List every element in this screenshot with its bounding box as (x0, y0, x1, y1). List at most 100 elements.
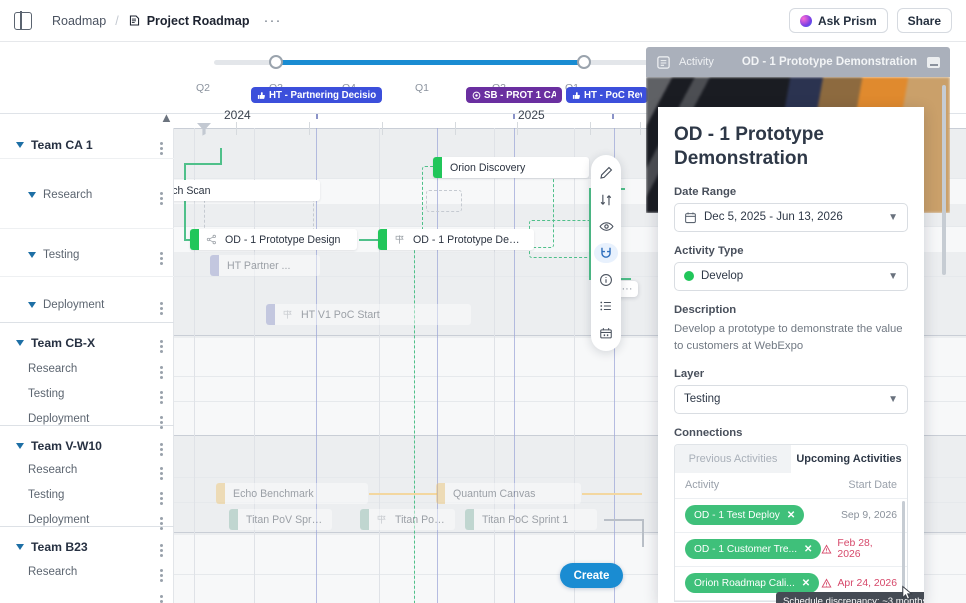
caret-down-icon[interactable] (16, 340, 24, 346)
gantt-hline (174, 335, 966, 336)
calendar-icon[interactable] (594, 322, 618, 343)
row-menu-button[interactable] (160, 140, 163, 157)
caret-down-icon[interactable] (16, 142, 24, 148)
row-menu-button[interactable] (160, 593, 163, 603)
edit-pencil-icon[interactable] (594, 163, 618, 184)
caret-down-icon[interactable] (28, 192, 36, 198)
caret-down-icon[interactable] (28, 252, 36, 258)
gantt-task-bar[interactable]: Orion Discovery (433, 157, 589, 178)
schedule-discrepancy-tooltip: Schedule discrepancy: ~3 months (776, 592, 924, 603)
remove-connection-icon[interactable]: ✕ (801, 577, 811, 589)
magnet-icon[interactable] (594, 242, 618, 264)
row-menu-button[interactable] (160, 300, 163, 317)
row-menu-button[interactable] (160, 389, 163, 406)
tree-item-deployment[interactable]: Deployment (0, 295, 174, 315)
target-icon (472, 91, 481, 100)
tree-group-team-v-w10[interactable]: Team V-W10 (0, 435, 174, 457)
warning-triangle-icon[interactable] (821, 577, 833, 589)
date-range-select[interactable]: Dec 5, 2025 - Jun 13, 2026 ▼ (674, 202, 908, 232)
gantt-task-bar[interactable]: Titan PoV ... (360, 509, 455, 530)
gantt-hline (174, 435, 966, 436)
gantt-task-bar[interactable]: Quantum Canvas (436, 483, 581, 504)
gantt-vline (614, 128, 616, 603)
tree-item-testing[interactable]: Testing (0, 245, 174, 265)
row-menu-button[interactable] (160, 465, 163, 482)
task-label: HT Partner ... (227, 259, 291, 272)
share-button[interactable]: Share (896, 8, 952, 33)
breadcrumb-current[interactable]: Project Roadmap (128, 14, 250, 28)
row-menu-button[interactable] (160, 364, 163, 381)
connection-chip[interactable]: OD - 1 Customer Tre...✕ (685, 539, 822, 559)
detail-panel-scrollbar[interactable] (942, 85, 946, 275)
gantt-task-bar[interactable]: Tech Scan (174, 180, 320, 201)
tree-item-testing[interactable]: Testing (0, 384, 174, 404)
milestone-pill[interactable]: HT - PoC Revi (566, 87, 648, 103)
layer-select[interactable]: Testing ▼ (674, 384, 908, 414)
ask-prism-button[interactable]: Ask Prism (788, 8, 888, 33)
tree-group-team-cb-x[interactable]: Team CB-X (0, 332, 174, 354)
row-menu-button[interactable] (160, 190, 163, 207)
tab-upcoming-activities[interactable]: Upcoming Activities (791, 444, 907, 473)
connection-chip-label: Orion Roadmap Cali... (694, 577, 795, 589)
detail-header-title: OD - 1 Prototype Demonstration (741, 56, 917, 68)
tab-previous-activities[interactable]: Previous Activities (675, 444, 791, 473)
quarter-label: Q1 (415, 82, 430, 94)
caret-down-icon[interactable] (16, 443, 24, 449)
gantt-task-bar[interactable]: Titan PoV Sprint 1 (229, 509, 332, 530)
sort-arrows-icon[interactable] (594, 190, 618, 211)
milestone-pill[interactable]: SB - PROT 1 CA (466, 87, 562, 103)
row-menu-button[interactable] (160, 515, 163, 532)
row-menu-button[interactable] (160, 490, 163, 507)
timeline-zoom-slider[interactable] (214, 55, 694, 69)
milestone-pill[interactable]: HT - Partnering Decision (251, 87, 382, 103)
remove-connection-icon[interactable]: ✕ (804, 543, 813, 555)
breadcrumb-root[interactable]: Roadmap (52, 13, 107, 28)
row-menu-button[interactable] (160, 567, 163, 584)
tree-item-deployment[interactable]: Deployment (0, 510, 174, 530)
breadcrumb-more-button[interactable]: ··· (263, 11, 282, 29)
connection-chip[interactable]: OD - 1 Test Deploy✕ (685, 505, 805, 525)
row-menu-button[interactable] (160, 250, 163, 267)
create-button[interactable]: Create (560, 563, 623, 588)
col-startdate-header: Start Date (848, 479, 897, 491)
tree-item-research[interactable]: Research (0, 562, 174, 582)
gantt-task-bar[interactable]: HT Partner ... (210, 255, 320, 276)
row-menu-button[interactable] (160, 338, 163, 355)
tree-item-research[interactable]: Research (0, 359, 174, 379)
list-icon[interactable] (594, 296, 618, 317)
eye-icon[interactable] (594, 216, 618, 237)
gantt-more-chip[interactable]: ··· (616, 281, 638, 297)
tree-group-label: Team B23 (31, 540, 88, 554)
minimize-icon[interactable] (927, 56, 940, 68)
activity-type-select[interactable]: Develop ▼ (674, 261, 908, 291)
warning-triangle-icon[interactable] (821, 543, 832, 555)
caret-down-icon[interactable] (28, 302, 36, 308)
connections-scrollbar[interactable] (902, 500, 905, 593)
filter-funnel-icon[interactable] (196, 122, 212, 136)
task-label: Titan PoC Sprint 1 (482, 513, 569, 526)
tree-item-testing[interactable]: Testing (0, 485, 174, 505)
row-menu-button[interactable] (160, 414, 163, 431)
zoom-handle-right[interactable] (577, 55, 591, 69)
gantt-task-bar[interactable]: Echo Benchmark (216, 483, 368, 504)
tree-item-research[interactable]: Research (0, 460, 174, 480)
tree-group-team-b23[interactable]: Team B23 (0, 536, 174, 558)
row-menu-button[interactable] (160, 441, 163, 458)
date-range-value: Dec 5, 2025 - Jun 13, 2026 (704, 211, 843, 224)
sidebar-toggle-icon[interactable] (14, 10, 32, 31)
tree-item-research[interactable]: Research (0, 185, 174, 205)
calendar-icon (685, 212, 696, 223)
row-menu-button[interactable] (160, 542, 163, 559)
connection-chip[interactable]: Orion Roadmap Cali... ✕ (685, 573, 820, 593)
info-icon[interactable] (594, 269, 618, 290)
remove-connection-icon[interactable]: ✕ (786, 509, 796, 521)
gantt-task-bar[interactable]: Titan PoC Sprint 1 (465, 509, 597, 530)
gantt-vline (379, 128, 380, 603)
caret-down-icon[interactable] (16, 544, 24, 550)
zoom-handle-left[interactable] (269, 55, 283, 69)
tree-item-deployment[interactable]: Deployment (0, 409, 174, 429)
gantt-task-bar[interactable]: HT V1 PoC Start (266, 304, 471, 325)
tree-group-team-ca-1[interactable]: Team CA 1 (0, 134, 174, 156)
gantt-task-bar[interactable]: OD - 1 Prototype Design (190, 229, 357, 250)
gantt-task-bar[interactable]: OD - 1 Prototype Demon ... (378, 229, 534, 250)
